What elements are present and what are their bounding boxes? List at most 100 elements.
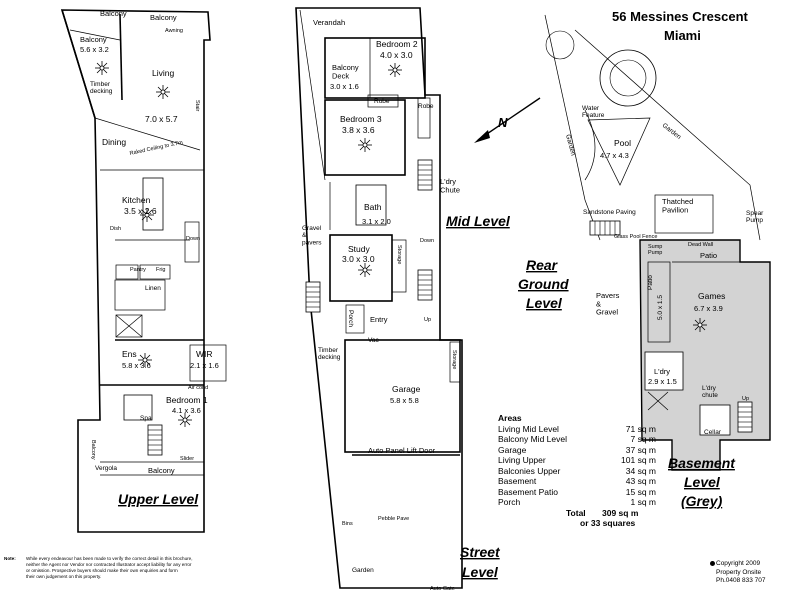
note-line-4: their own judgement on this property. bbox=[26, 574, 102, 579]
spa-label: Spa bbox=[140, 415, 152, 422]
basement-level-title-2: Level bbox=[684, 474, 721, 490]
copyright-block: Copyright 2009 Property Onsite Ph.0408 8… bbox=[710, 560, 800, 586]
bedroom3-dim: 3.8 x 3.6 bbox=[342, 125, 375, 135]
area-row-value: 101 sq m bbox=[621, 455, 656, 465]
sandstone-label: Sandstone Paving bbox=[583, 209, 636, 216]
areas-title: Areas bbox=[498, 413, 522, 423]
robe1-label: Robe bbox=[374, 98, 390, 105]
mid-up-label: Up bbox=[424, 317, 431, 323]
vergola-label: Vergola bbox=[95, 465, 117, 472]
area-row-value: 71 sq m bbox=[625, 423, 656, 434]
area-row-label: Balconies Upper bbox=[498, 465, 561, 476]
bedroom1-label: Bedroom 1 bbox=[166, 395, 208, 405]
pebble-pave-label: Pebble Pave bbox=[378, 516, 409, 522]
balcony-deck-dim: 3.0 x 1.6 bbox=[330, 82, 359, 91]
upper-level-plan bbox=[60, 9, 227, 533]
games-dim: 6.7 x 3.9 bbox=[694, 304, 723, 313]
study-dim: 3.0 x 3.0 bbox=[342, 254, 375, 264]
games-label: Games bbox=[698, 291, 725, 301]
areas-total-value: 309 sq m bbox=[602, 507, 639, 518]
pantry-label: Pantry bbox=[130, 267, 146, 273]
area-row-label: Porch bbox=[498, 497, 521, 507]
bedroom2-dim: 4.0 x 3.0 bbox=[380, 50, 413, 60]
auto-door-label: Auto Panel Lift Door bbox=[368, 446, 436, 455]
mid-level-plan bbox=[295, 7, 463, 589]
suburb-title: Miami bbox=[664, 28, 701, 43]
garage-dim: 5.8 x 5.8 bbox=[390, 396, 419, 405]
footer-note: Note: While every endeavour has been mad… bbox=[4, 556, 304, 580]
verandah-label: Verandah bbox=[313, 18, 345, 27]
copyright-text: Copyright 2009 bbox=[716, 560, 761, 567]
awning-label: Awning bbox=[165, 28, 183, 34]
street-level-title-2: Level bbox=[462, 564, 499, 580]
dining-label: Dining bbox=[102, 137, 126, 147]
note-line-3: or omission. Prospective buyers should m… bbox=[26, 568, 178, 573]
area-row-value: 7 sq m bbox=[630, 434, 656, 444]
vac-label: Vac bbox=[368, 337, 379, 344]
raked-ceiling-label: Raked Ceiling to 3.7m bbox=[129, 140, 184, 157]
rear-level-title-2: Ground bbox=[518, 276, 569, 292]
wir-dim: 2.1 x 1.6 bbox=[190, 361, 219, 370]
area-row-value: 43 sq m bbox=[625, 476, 656, 486]
area-row-label: Basement bbox=[498, 476, 537, 486]
area-row: Living Upper 101 sq m bbox=[498, 455, 658, 466]
area-row-value: 37 sq m bbox=[625, 444, 656, 455]
note-label: Note: bbox=[4, 556, 16, 561]
pool-label: Pool bbox=[614, 138, 631, 148]
area-row-label: Living Upper bbox=[498, 455, 546, 465]
street-level-title-1: Street bbox=[460, 544, 501, 560]
company-name: Property Onsite bbox=[716, 568, 762, 576]
basement-up-label: Up bbox=[742, 396, 749, 402]
area-row: Balcony Mid Level 7 sq m bbox=[498, 434, 658, 445]
copyright-icon bbox=[710, 561, 715, 566]
auto-gate-label: Auto Gate bbox=[430, 586, 455, 592]
area-row-label: Basement Patio bbox=[498, 486, 559, 497]
area-row-label: Living Mid Level bbox=[498, 423, 559, 434]
company-phone: Ph.0408 833 707 bbox=[716, 577, 766, 584]
slider-label: Slider bbox=[180, 456, 194, 462]
areas-total-row: Total 309 sq m bbox=[566, 508, 658, 519]
mid-level-title: Mid Level bbox=[446, 213, 511, 229]
glass-fence-label: Glass Pool Fence bbox=[614, 234, 657, 240]
area-row-label: Balcony Mid Level bbox=[498, 434, 567, 444]
ldry-dim: 2.9 x 1.5 bbox=[648, 377, 677, 386]
note-line-1: While every endeavour has been made to v… bbox=[26, 556, 193, 561]
upper-down-label: Down bbox=[186, 236, 200, 242]
patio-side-label: Patio bbox=[647, 275, 654, 290]
basement-level-title-3: (Grey) bbox=[681, 493, 723, 509]
balcony-side-label: Balcony bbox=[90, 440, 96, 460]
gravel-pavers-label: Gravel&pavers bbox=[302, 225, 322, 246]
garden-right-label: Garden bbox=[661, 122, 683, 141]
study-storage-label: Storage bbox=[396, 245, 402, 264]
upper-balcony-top-label: Balcony bbox=[100, 9, 127, 18]
kitchen-dim: 3.5 x 2.6 bbox=[124, 206, 157, 216]
balcony-bottom-label: Balcony bbox=[148, 466, 175, 475]
garden-left-label: Garden bbox=[564, 134, 576, 157]
garage-label: Garage bbox=[392, 384, 421, 394]
mid-garden-label: Garden bbox=[352, 567, 374, 574]
upper-level-title: Upper Level bbox=[118, 491, 199, 507]
rear-level-title-1: Rear bbox=[526, 257, 559, 273]
ens-label: Ens bbox=[122, 349, 137, 359]
copyright-line: Copyright 2009 bbox=[710, 560, 800, 569]
rear-level-plan bbox=[544, 14, 771, 471]
living-dim: 7.0 x 5.7 bbox=[145, 114, 178, 124]
dish-label: Dish bbox=[110, 226, 121, 232]
patio-side-dim: 5.0 x 1.5 bbox=[657, 295, 664, 320]
bath-dim: 3.1 x 2.0 bbox=[362, 217, 391, 226]
ens-dim: 5.8 x 3.6 bbox=[122, 361, 151, 370]
kitchen-label: Kitchen bbox=[122, 195, 151, 205]
north-arrow-icon: N bbox=[474, 97, 541, 143]
mid-down-label: Down bbox=[420, 238, 434, 244]
frig-label: Frig bbox=[156, 267, 165, 273]
